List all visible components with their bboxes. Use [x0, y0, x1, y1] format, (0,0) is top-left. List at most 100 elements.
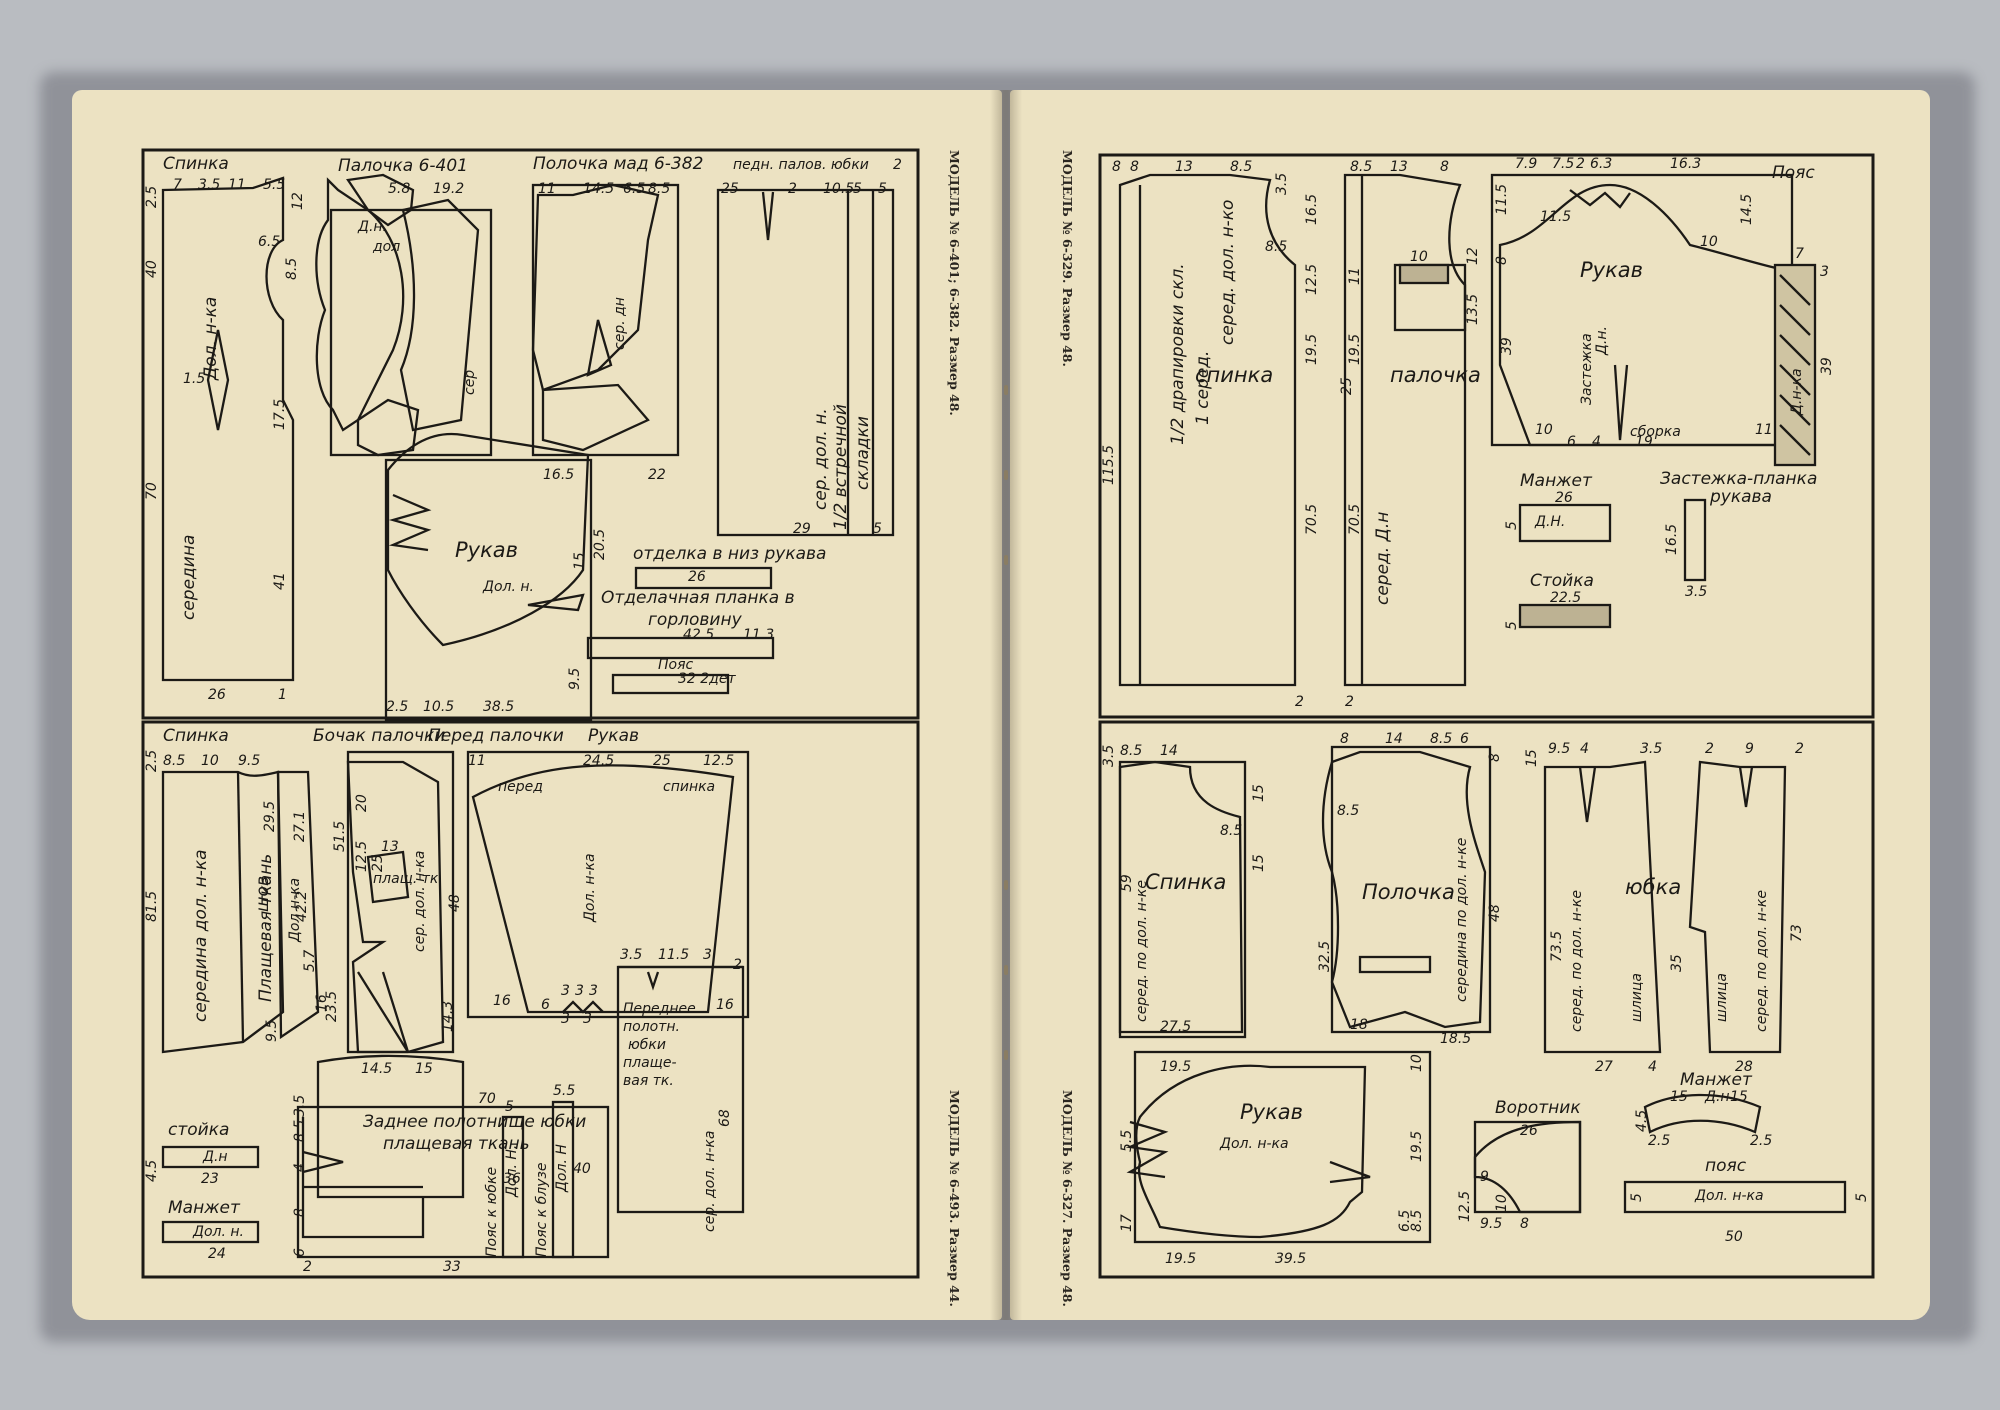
dimension: 25 — [653, 753, 671, 769]
dimension: 3 — [1820, 264, 1829, 280]
pattern-title: Застежка-планка — [1660, 469, 1818, 489]
pattern-label: серед. дол. н-ко — [1218, 199, 1238, 345]
dimension: 8.5 — [1337, 803, 1360, 819]
dimension: 5 — [853, 181, 862, 197]
pattern-title: Заднее полотнище юбки — [363, 1112, 587, 1132]
dimension: 3 — [583, 1011, 592, 1027]
dimension: 14.5 — [583, 181, 615, 197]
pattern-title: горловину — [648, 610, 742, 630]
pattern-label: шлица — [1629, 973, 1645, 1022]
pattern-label: середина — [179, 534, 199, 620]
staple — [1004, 385, 1008, 395]
dimension: 26 — [688, 569, 706, 585]
dimension: 23 — [201, 1171, 219, 1187]
pattern-title: рукава — [1710, 487, 1772, 507]
pattern-label: перед — [498, 779, 543, 795]
dimension: 6 — [292, 1248, 308, 1257]
dimension: 2 — [1795, 741, 1804, 757]
pattern-title: Рукав — [1580, 258, 1644, 282]
dimension: 20 — [354, 794, 370, 812]
dimension: 14.5 — [1739, 193, 1755, 225]
dimension: 15 — [1524, 749, 1540, 767]
dimension: 5.5 — [553, 1083, 576, 1099]
dimension: 16 — [493, 993, 511, 1009]
dimension: 7 — [173, 177, 182, 193]
dimension: 7.9 — [1515, 156, 1538, 172]
pattern-title: вая тк. — [623, 1073, 674, 1089]
dimension: 8.5 — [1350, 159, 1373, 175]
dimension: 8.5 — [1120, 743, 1143, 759]
dimension: 5 — [505, 1099, 514, 1115]
pattern-panel-right-top: 1/2 драпировки скл. 1 серед. серед. дол.… — [1098, 153, 1875, 719]
dimension: 3.5 — [292, 1094, 308, 1117]
dimension: 70 — [478, 1091, 496, 1107]
dimension: 6 — [541, 997, 550, 1013]
pattern-label: складки — [853, 416, 873, 490]
pattern-title: Полочка — [1362, 880, 1455, 904]
dimension: 13.5 — [1465, 293, 1481, 325]
dimension: 26 — [1520, 1123, 1538, 1139]
pattern-label: серед. по дол. н-ке — [1754, 890, 1770, 1032]
dimension: 3.5 — [1274, 172, 1290, 195]
pattern-label: Д.н — [1705, 1089, 1730, 1105]
pattern-label: Дол. н-ка — [1220, 1136, 1289, 1152]
dimension: 10 — [201, 753, 219, 769]
staple — [1004, 470, 1008, 480]
dimension: 2.5 — [386, 699, 409, 715]
dimension: 3.5 — [1685, 584, 1708, 600]
dimension: 5 — [1504, 621, 1520, 630]
dimension: 3 — [589, 983, 598, 999]
dimension: 11.5 — [1540, 209, 1572, 225]
pattern-title: полотн. — [623, 1019, 680, 1035]
dimension: 15 — [415, 1061, 433, 1077]
dimension: 8.5 — [1230, 159, 1253, 175]
pattern-panel-right-bottom: Спинка Полочка юбка Рукав Воротник Манже… — [1098, 720, 1875, 1279]
dimension: 4 — [1592, 434, 1601, 450]
dimension: 2 — [1576, 156, 1585, 172]
pattern-label: сер. дол. н-ка — [412, 850, 428, 952]
dimension: 40 — [573, 1161, 591, 1177]
dimension: 5 — [1504, 521, 1520, 530]
dimension: 73 — [1789, 924, 1805, 942]
dimension: 35 — [1669, 954, 1685, 972]
pattern-label: Дол. н. — [193, 1224, 244, 1240]
dimension: 5 — [1854, 1193, 1870, 1202]
dimension: 27.5 — [1160, 1019, 1192, 1035]
dimension: 19.5 — [1160, 1059, 1192, 1075]
dimension: 8 — [1340, 731, 1349, 747]
dimension: 5 — [873, 521, 882, 537]
dimension: 8 — [1487, 753, 1503, 762]
dimension: 11 — [1755, 422, 1773, 438]
pattern-title: Перед палочки — [428, 726, 564, 746]
dimension: 26 — [208, 687, 226, 703]
dimension: 22 — [648, 467, 666, 483]
dimension: 6.5 — [623, 181, 646, 197]
dimension: 5.5 — [1119, 1129, 1135, 1152]
dimension: 19.5 — [1347, 333, 1363, 365]
dimension: 8 — [1440, 159, 1449, 175]
dimension: 22.5 — [1550, 590, 1582, 606]
model-caption: МОДЕЛЬ № 6-493. Размер 44. — [947, 1090, 962, 1307]
dimension: 11 — [468, 753, 486, 769]
dimension: 3.5 — [620, 947, 643, 963]
dimension: 16 — [716, 997, 734, 1013]
dimension: 4 — [292, 1163, 308, 1172]
pattern-label: сборка — [1630, 424, 1681, 440]
dimension: 16.5 — [543, 467, 575, 483]
pattern-title: плаще- — [623, 1055, 677, 1071]
dimension: 70 — [144, 482, 160, 500]
pattern-title: пояс — [1705, 1156, 1747, 1176]
dimension: 14 — [1160, 743, 1178, 759]
pattern-label: сер — [462, 369, 478, 395]
pattern-title: Бочак палочки — [313, 726, 446, 746]
pattern-title: Манжет — [168, 1198, 240, 1218]
dimension: 6 — [1460, 731, 1469, 747]
dimension: 10 — [1700, 234, 1718, 250]
dimension: 27.1 — [292, 810, 308, 842]
dimension: 19 — [1635, 434, 1653, 450]
pattern-label: серед. по дол. н-ке — [1134, 880, 1150, 1022]
dimension: 11 — [1347, 267, 1363, 285]
dimension: 5 — [878, 181, 887, 197]
dimension: 12.5 — [354, 840, 370, 872]
pattern-drawing — [1098, 153, 1875, 719]
